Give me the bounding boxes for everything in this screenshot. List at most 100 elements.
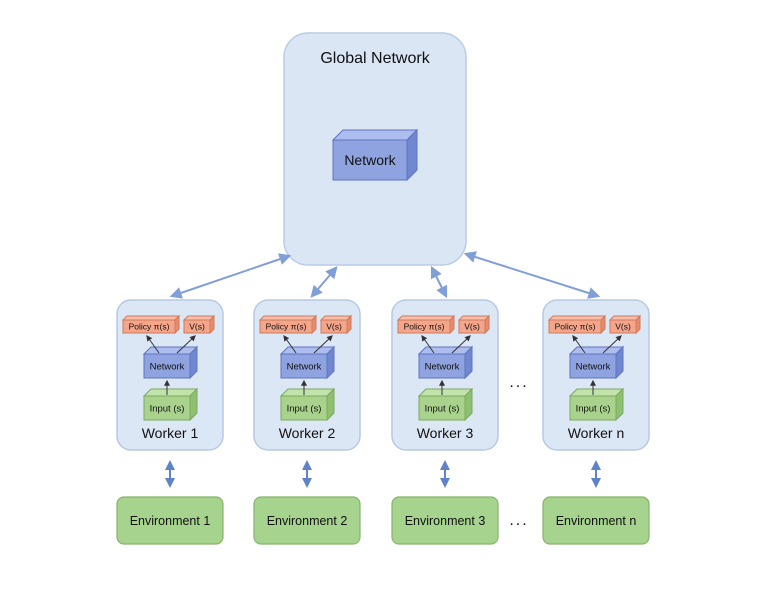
global-network: Global Network Network <box>283 32 467 266</box>
input-box-front <box>280 395 328 421</box>
value-box-label: V(s) <box>464 322 480 332</box>
worker-name: Worker 3 <box>417 425 474 441</box>
environment-box <box>253 496 361 545</box>
policy-box-front <box>548 319 602 334</box>
input-box: Input (s) <box>417 387 474 422</box>
worker-network: Network <box>417 345 474 380</box>
input-box-label: Input (s) <box>576 403 611 414</box>
environment-box <box>542 496 650 545</box>
worker-network-top <box>568 346 625 355</box>
worker-name: Worker n <box>568 425 625 441</box>
worker-network-label: Network <box>576 361 611 372</box>
worker-network-top <box>417 346 474 355</box>
input-box-top <box>142 388 199 397</box>
network-to-policy-arrow <box>283 335 297 354</box>
input-box-label: Input (s) <box>150 403 185 414</box>
policy-box-label: Policy π(s) <box>129 322 170 332</box>
policy-box-front <box>259 319 313 334</box>
global-network-title: Global Network <box>320 50 430 67</box>
workers-ellipsis: ... <box>509 374 528 391</box>
value-box-label: V(s) <box>326 322 342 332</box>
network-to-value-arrow <box>451 335 471 354</box>
environment-label: Environment 3 <box>405 514 486 528</box>
environment-1: Environment 1 <box>116 496 224 545</box>
worker-network-front <box>143 353 191 379</box>
network-to-policy-arrow <box>572 335 586 354</box>
policy-box: Policy π(s) <box>547 314 607 335</box>
global-to-worker-arrow-2 <box>310 266 338 298</box>
policy-box-label: Policy π(s) <box>404 322 445 332</box>
worker-network-front <box>418 353 466 379</box>
worker-network-label: Network <box>150 361 185 372</box>
worker-network-label: Network <box>425 361 460 372</box>
value-box-top <box>608 315 642 321</box>
policy-box: Policy π(s) <box>396 314 456 335</box>
environment-2: Environment 2 <box>253 496 361 545</box>
value-box-label: V(s) <box>615 322 631 332</box>
value-box-top <box>457 315 491 321</box>
policy-box: Policy π(s) <box>258 314 318 335</box>
policy-box-top <box>396 315 456 321</box>
worker-network-top <box>142 346 199 355</box>
policy-box-front <box>397 319 451 334</box>
environments-ellipsis: ... <box>509 512 528 529</box>
value-box: V(s) <box>457 314 491 335</box>
value-box-top <box>319 315 353 321</box>
network-to-policy-arrow <box>421 335 435 354</box>
worker-network: Network <box>279 345 336 380</box>
network-to-value-arrow <box>602 335 622 354</box>
value-box: V(s) <box>319 314 353 335</box>
environment-label: Environment n <box>556 514 637 528</box>
global-worker-arrows <box>169 251 601 299</box>
global-network-cube: Network <box>331 128 419 182</box>
value-box-front <box>183 319 211 334</box>
input-box-front <box>569 395 617 421</box>
environment-box <box>116 496 224 545</box>
input-box: Input (s) <box>568 387 625 422</box>
environment-label: Environment 2 <box>267 514 348 528</box>
environment-4: Environment n <box>542 496 650 545</box>
global-to-worker-arrow-3 <box>430 265 448 299</box>
input-box: Input (s) <box>142 387 199 422</box>
input-box: Input (s) <box>279 387 336 422</box>
global-network-cube-shape-top <box>331 129 419 141</box>
value-box-front <box>609 319 637 334</box>
worker-network-top <box>279 346 336 355</box>
worker-network-label: Network <box>287 361 322 372</box>
policy-box-front <box>122 319 176 334</box>
environment-box <box>391 496 499 545</box>
network-to-policy-arrow <box>146 335 160 354</box>
input-box-top <box>279 388 336 397</box>
global-network-cube-shape-front <box>332 139 408 181</box>
policy-box-top <box>258 315 318 321</box>
worker-name: Worker 1 <box>142 425 199 441</box>
environment-label: Environment 1 <box>130 514 211 528</box>
input-box-top <box>417 388 474 397</box>
value-box-label: V(s) <box>189 322 205 332</box>
environment-3: Environment 3 <box>391 496 499 545</box>
policy-box-top <box>121 315 181 321</box>
global-to-worker-arrow-4 <box>463 251 601 299</box>
environments: Environment 1 Environment 2 Environment 3 E… <box>116 496 650 545</box>
input-box-top <box>568 388 625 397</box>
worker-network: Network <box>142 345 199 380</box>
network-to-value-arrow <box>313 335 333 354</box>
global-network-cube-shape-label: Network <box>344 152 396 168</box>
policy-box-top <box>547 315 607 321</box>
network-to-value-arrow <box>176 335 196 354</box>
worker-network: Network <box>568 345 625 380</box>
worker-network-front <box>569 353 617 379</box>
value-box-front <box>320 319 348 334</box>
worker-environment-arrows <box>165 460 601 488</box>
policy-box-label: Policy π(s) <box>266 322 307 332</box>
input-box-front <box>143 395 191 421</box>
worker-name: Worker 2 <box>279 425 336 441</box>
input-box-label: Input (s) <box>287 403 322 414</box>
input-box-label: Input (s) <box>425 403 460 414</box>
global-to-worker-arrow-1 <box>169 253 292 299</box>
